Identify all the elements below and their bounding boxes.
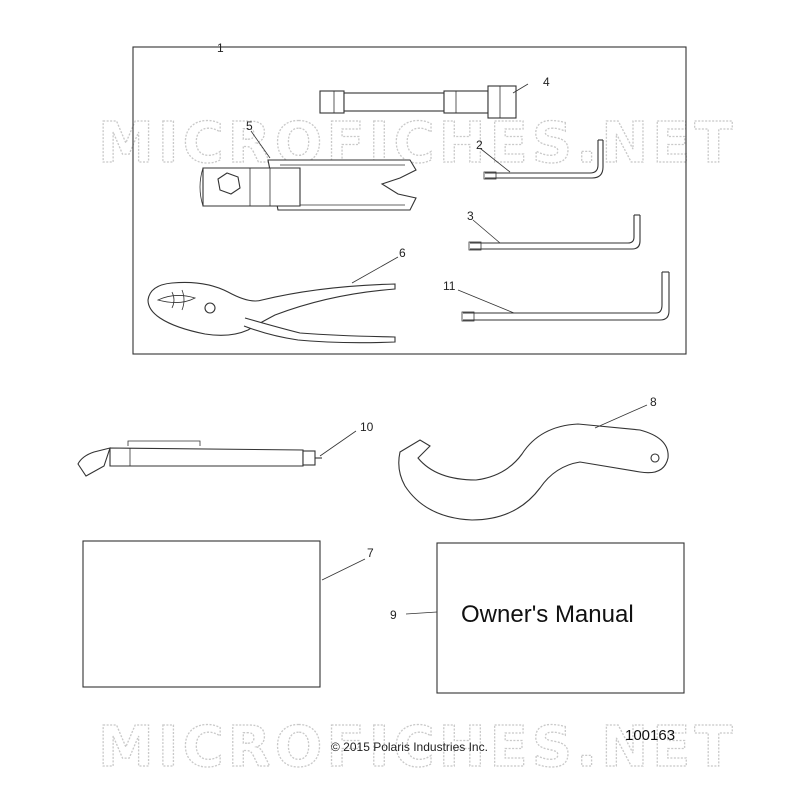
callout-2: 2 <box>476 138 483 152</box>
spanner-wrench-part <box>398 423 669 521</box>
pliers-part <box>147 281 396 344</box>
callout-3: 3 <box>467 209 474 223</box>
callout-7: 7 <box>367 546 374 560</box>
callout-10: 10 <box>360 420 374 434</box>
leader-lines <box>250 83 648 615</box>
callout-6: 6 <box>399 246 406 260</box>
callout-1: 1 <box>217 41 224 55</box>
watermark-bottom: MICROFICHES.NET <box>98 715 737 780</box>
callout-11: 11 <box>443 279 456 293</box>
callout-5: 5 <box>246 119 253 133</box>
watermark-top: MICROFICHES.NET <box>98 111 737 176</box>
document-card-part <box>82 540 321 688</box>
socket-extension-part <box>319 85 517 119</box>
owners-manual-part <box>436 542 685 694</box>
owners-manual-label: Owner's Manual <box>461 601 634 628</box>
hex-key-large-part <box>461 271 670 322</box>
hex-key-small-part <box>483 139 604 180</box>
figure-number: 100163 <box>625 727 675 744</box>
callout-4: 4 <box>543 75 550 89</box>
tool-kit-frame <box>132 46 687 355</box>
tire-pressure-gauge-part <box>77 440 322 477</box>
copyright-notice: © 2015 Polaris Industries Inc. <box>331 740 488 754</box>
callout-8: 8 <box>650 395 657 409</box>
combination-wrench-part <box>199 159 417 211</box>
hex-key-medium-part <box>468 214 641 251</box>
callout-9: 9 <box>390 608 397 622</box>
